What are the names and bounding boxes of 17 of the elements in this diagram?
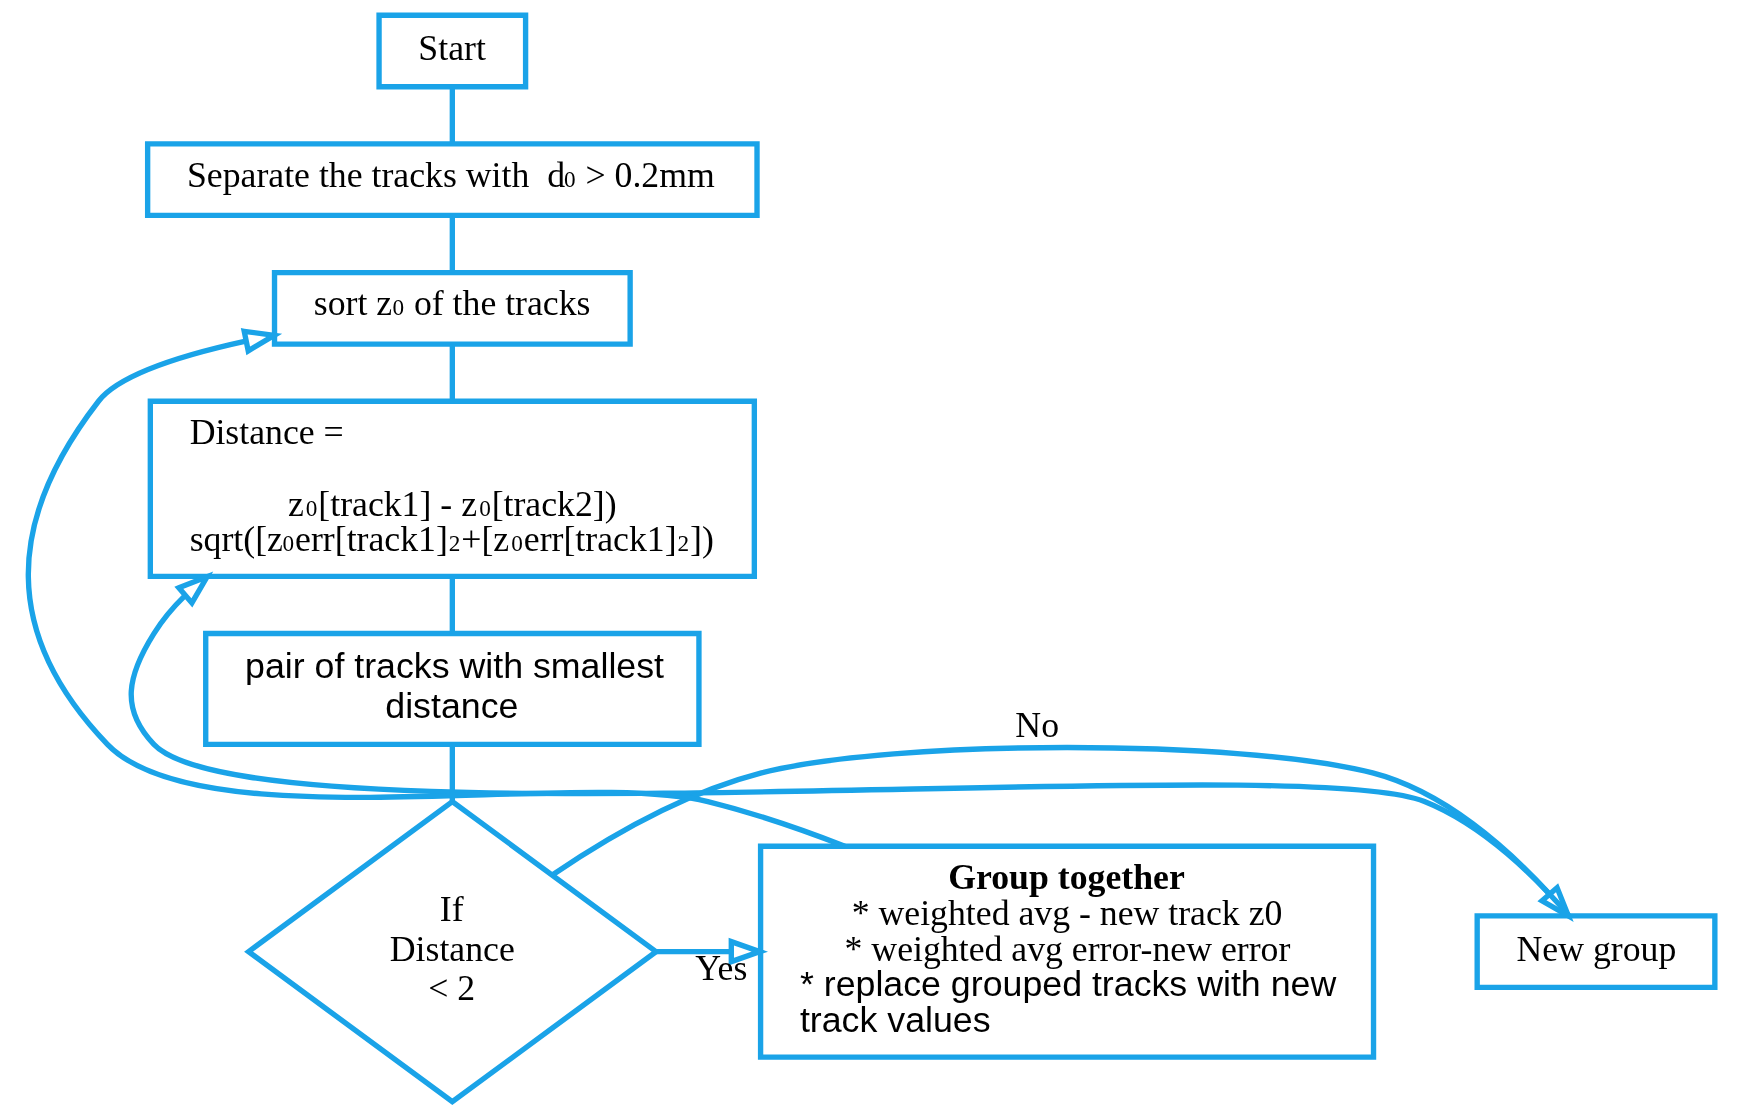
node-box: Group together * weighted avg - new track z0 * weighted avg error-new error * replace grouped tracks with new track values bbox=[757, 843, 1376, 1060]
node-box: Distance = z0[track1] - z0[track2]) sqrt([z0err[track1]2+[z0err[track1]2]) bbox=[147, 398, 757, 580]
node-box: New group bbox=[1474, 913, 1718, 991]
arrow bbox=[655, 937, 768, 966]
node-box: pair of tracks with smallest distance bbox=[202, 630, 702, 748]
arrow bbox=[25, 328, 846, 849]
connector bbox=[449, 215, 455, 273]
arrow bbox=[550, 744, 1574, 922]
connector bbox=[449, 86, 455, 144]
edge-label: No bbox=[1014, 704, 1059, 745]
edge-label: Yes bbox=[694, 948, 747, 989]
connector bbox=[449, 344, 455, 401]
connector bbox=[449, 576, 455, 634]
node-box: Separate the tracks with d0 > 0.2mm bbox=[144, 141, 760, 219]
node-box: sort z0 of the tracks bbox=[271, 269, 633, 347]
connector bbox=[449, 744, 455, 802]
node-box: Start bbox=[375, 12, 528, 90]
